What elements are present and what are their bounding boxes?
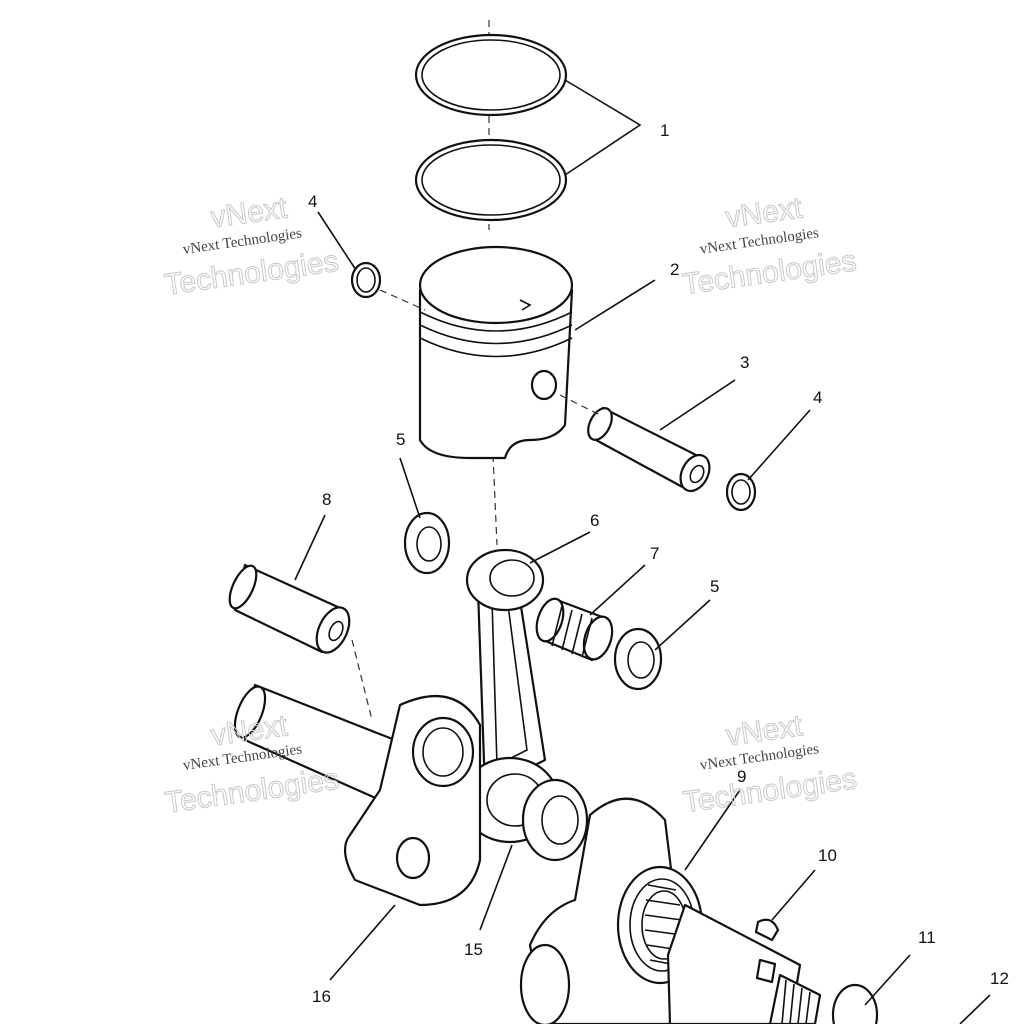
callout-main-bearing: 9 <box>737 767 746 786</box>
crank-pin <box>228 563 351 654</box>
callout-washer-upper: 5 <box>396 430 405 449</box>
watermark-top-right: vNext vNext Technologies Technologies <box>680 191 859 302</box>
crank-pin-axis <box>351 639 373 721</box>
piston-axis-line-lower <box>492 454 498 546</box>
callout-piston-pin: 3 <box>740 353 749 372</box>
callout-connecting-rod: 6 <box>590 511 599 530</box>
pin-axis-right <box>559 394 601 416</box>
callout-piston-rings: 1 <box>660 121 669 140</box>
crank-web-left <box>233 683 482 907</box>
callout-crank-web: 16 <box>312 987 331 1006</box>
piston-pin <box>587 406 711 493</box>
callout-circlip-left: 4 <box>308 192 317 211</box>
thrust-washer-upper <box>403 511 451 575</box>
thrust-washer-lower <box>613 627 663 691</box>
circlip-right <box>725 472 757 512</box>
callout-crank-pin: 8 <box>322 490 331 509</box>
callout-circlip-right: 4 <box>813 388 822 407</box>
circlip-left <box>350 261 382 299</box>
callout-washer-11: 11 <box>918 928 936 947</box>
washer-11 <box>831 983 879 1024</box>
piston-ring-lower <box>414 138 568 222</box>
callout-bearing-15: 15 <box>464 940 483 959</box>
callout-piston: 2 <box>670 260 679 279</box>
callout-needle-bearing: 7 <box>650 544 659 563</box>
callout-woodruff-key: 10 <box>818 846 837 865</box>
main-bearing-15 <box>521 778 589 862</box>
output-shaft <box>666 903 822 1024</box>
needle-bearing <box>535 597 614 662</box>
leader-lines <box>294 79 991 1024</box>
pin-axis-left <box>379 289 426 311</box>
piston <box>418 245 574 460</box>
callout-washer-lower: 5 <box>710 577 719 596</box>
watermark-bottom-right: vNext vNext Technologies Technologies <box>680 709 859 820</box>
connecting-rod <box>460 548 560 844</box>
woodruff-key <box>754 918 780 942</box>
callout-nut-12: 12 <box>990 969 1009 988</box>
piston-ring-upper <box>414 33 568 117</box>
